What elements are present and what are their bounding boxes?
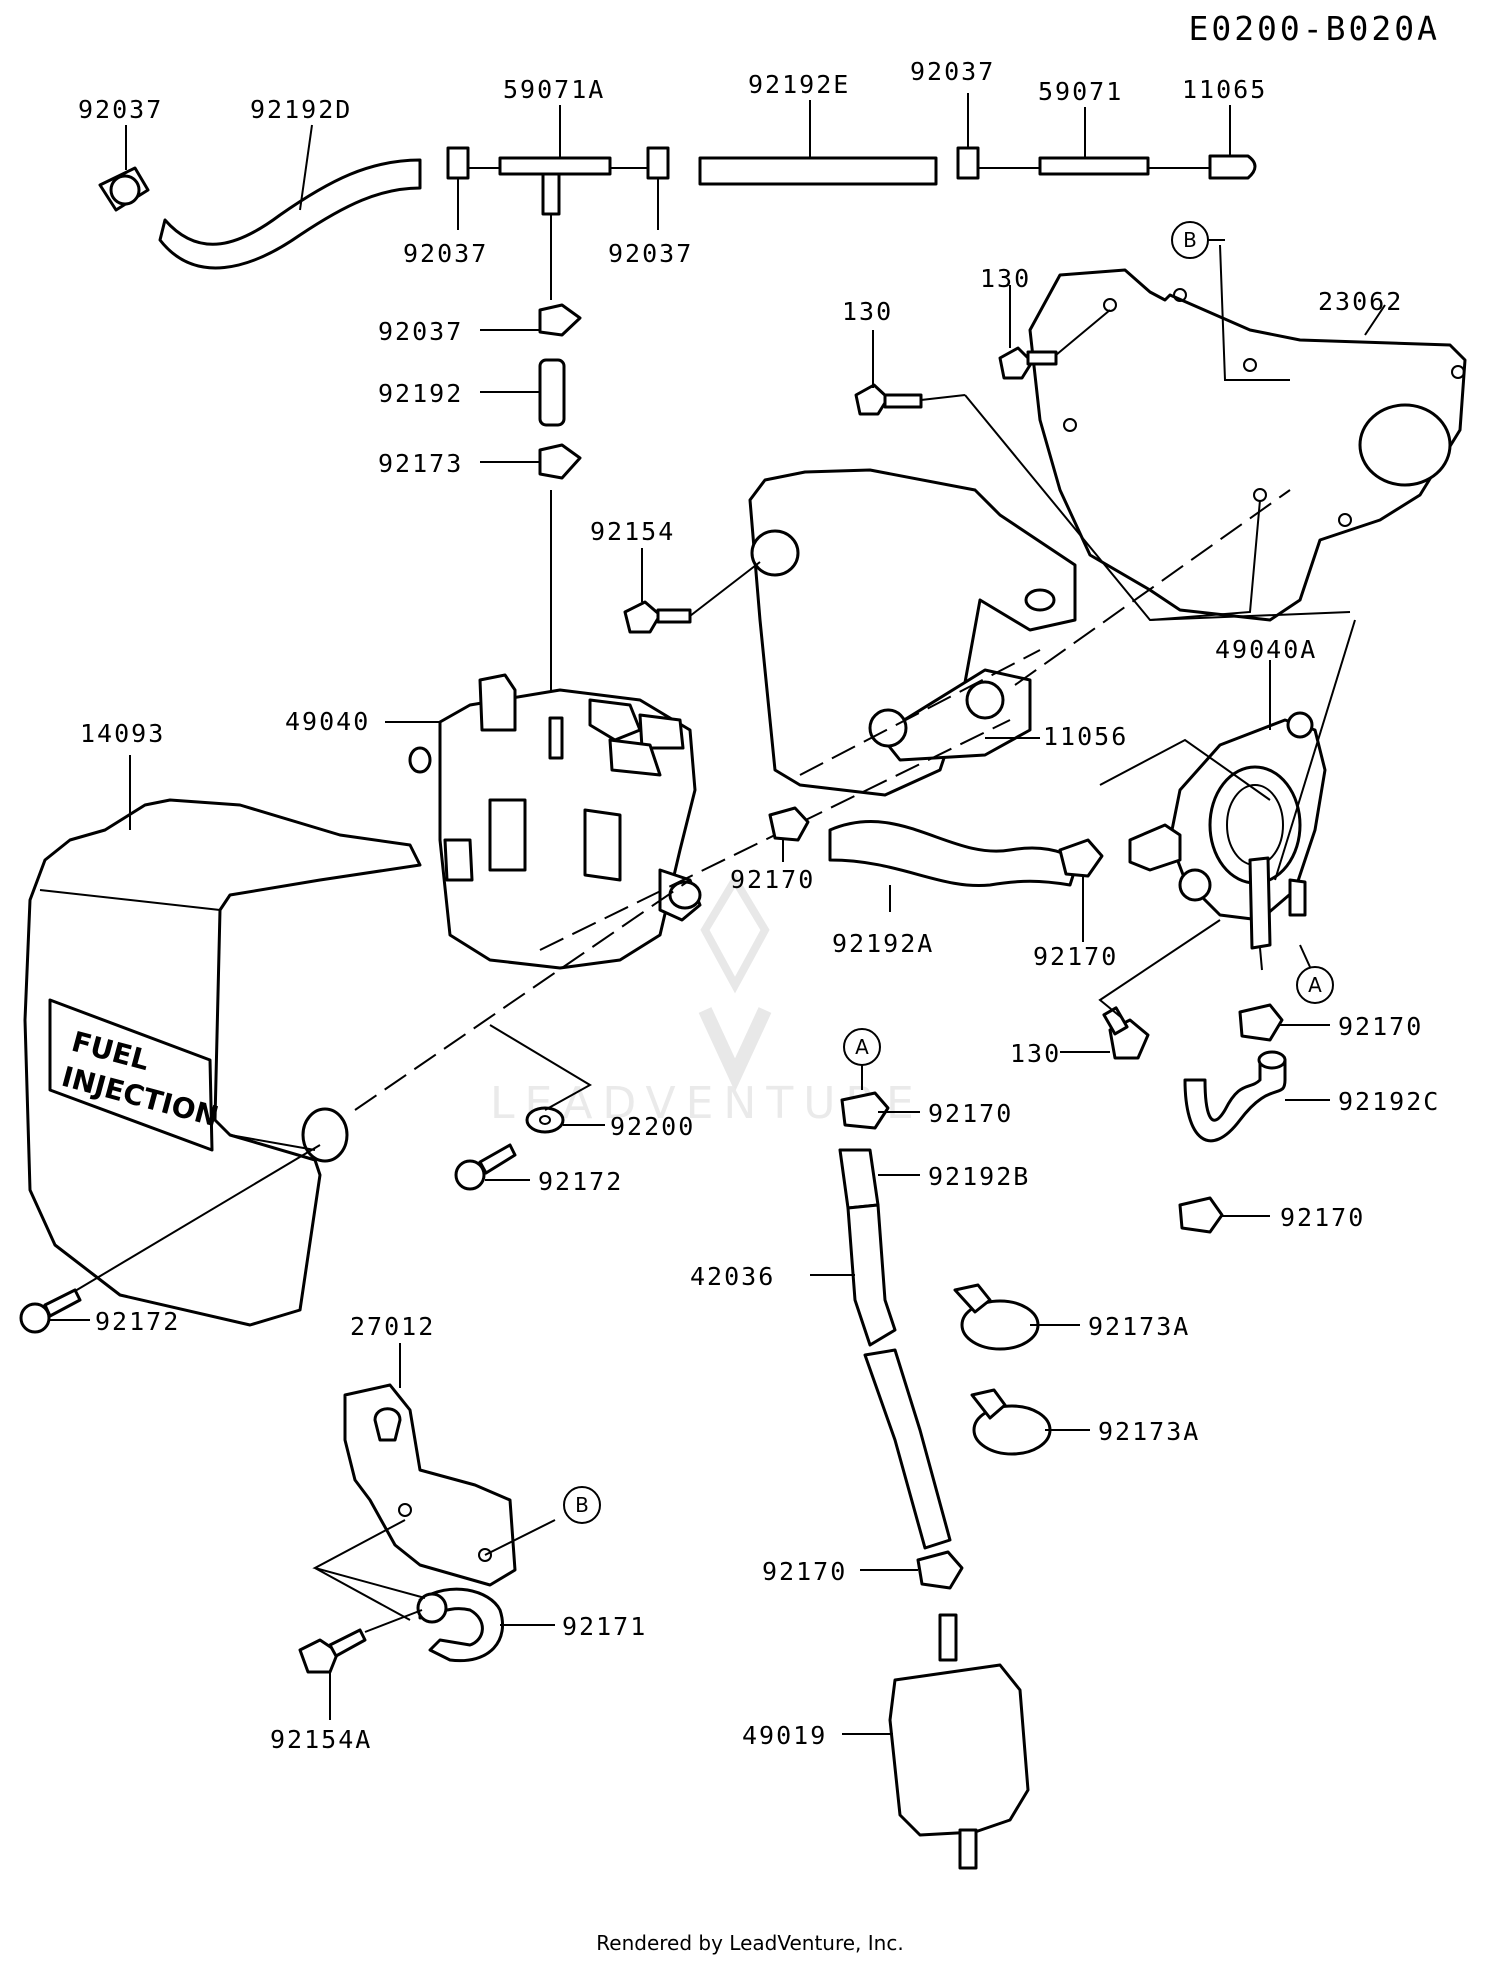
part-49040-fuel-filter-assembly[interactable] — [408, 673, 702, 970]
label-92170-e: 92170 — [928, 1099, 1013, 1128]
part-92170-clamp-pump[interactable] — [1058, 838, 1104, 878]
bracket-27012-leaders — [312, 1519, 556, 1720]
part-130-bolt-pump[interactable] — [1102, 1006, 1150, 1060]
part-92037-clip-tl[interactable] — [446, 146, 470, 180]
top-connector-lines — [468, 167, 1210, 300]
label-92170-f: 92170 — [762, 1557, 847, 1586]
label-130-a: 130 — [842, 297, 893, 326]
ref-b-text-top: B — [1183, 228, 1197, 252]
part-shield-bracket[interactable] — [748, 468, 1077, 797]
part-130-bolt-left[interactable] — [854, 383, 923, 416]
leader-ref-a-pump — [1299, 944, 1311, 968]
label-92037-c: 92037 — [403, 239, 488, 268]
label-14093: 14093 — [80, 719, 165, 748]
part-14093-cover[interactable]: FUEL INJECTION — [23, 798, 422, 1327]
label-92192E: 92192E — [748, 70, 850, 99]
part-92170-clamp-filter[interactable] — [768, 806, 810, 842]
label-92037-e: 92037 — [378, 317, 463, 346]
ref-b-badge-top[interactable]: B — [1171, 221, 1209, 259]
label-92192D: 92192D — [250, 95, 352, 124]
part-92172-screw-left[interactable] — [19, 1288, 82, 1334]
bracket-leader-lines — [920, 244, 1351, 622]
label-92173A-b: 92173A — [1098, 1417, 1200, 1446]
label-92037-a: 92037 — [78, 95, 163, 124]
label-92200: 92200 — [610, 1112, 695, 1141]
part-49019-inline-filter[interactable] — [888, 1613, 1030, 1870]
part-92200-washer[interactable] — [525, 1106, 565, 1134]
ref-b-badge-bottom[interactable]: B — [563, 1486, 601, 1524]
diagram-id: E0200-B020A — [1188, 9, 1440, 48]
part-92172-screw-center[interactable] — [454, 1143, 517, 1191]
label-92170-c: 92170 — [1338, 1012, 1423, 1041]
part-59071A-tee-joint[interactable] — [498, 156, 612, 216]
label-92037-b: 92037 — [910, 57, 995, 86]
part-92192D-hose[interactable] — [158, 158, 422, 270]
label-11065: 11065 — [1182, 75, 1267, 104]
ref-a-badge-pump[interactable]: A — [1296, 966, 1334, 1004]
part-92173-clamp[interactable] — [538, 443, 582, 480]
part-92037-clamp-left[interactable] — [98, 166, 150, 212]
label-59071: 59071 — [1038, 77, 1123, 106]
part-92170-clamp-line-top[interactable] — [840, 1091, 890, 1130]
label-92173: 92173 — [378, 449, 463, 478]
label-92192A: 92192A — [832, 929, 934, 958]
ref-a-text-line: A — [855, 1035, 869, 1059]
ref-a-text-pump: A — [1308, 973, 1322, 997]
part-92192B-hose[interactable] — [838, 1148, 880, 1210]
leader-92200 — [489, 1024, 592, 1111]
label-92170-d: 92170 — [1280, 1203, 1365, 1232]
part-92173A-clamp-bottom[interactable] — [970, 1388, 1052, 1456]
part-92154-bolt[interactable] — [623, 600, 692, 634]
part-92192A-hose[interactable] — [828, 820, 1080, 888]
label-92192: 92192 — [378, 379, 463, 408]
leader-92154-to-shield — [689, 561, 761, 617]
part-labels: 92037 92192D 59071A 92192E 92037 59071 1… — [78, 57, 1440, 1754]
label-130-b: 130 — [980, 264, 1031, 293]
part-92170-clamp-bottom-right[interactable] — [1178, 1196, 1224, 1234]
label-92154A: 92154A — [270, 1725, 372, 1754]
part-11065-cap[interactable] — [1208, 154, 1257, 180]
part-59071-joint[interactable] — [1038, 156, 1150, 176]
part-92173A-clamp-top[interactable] — [953, 1283, 1040, 1351]
ref-a-badge-line[interactable]: A — [843, 1028, 881, 1066]
part-42036-fuel-line[interactable] — [846, 1203, 952, 1550]
pump-leader-lines — [1098, 619, 1356, 1019]
label-49040A: 49040A — [1215, 635, 1317, 664]
part-92037-clip-tr[interactable] — [646, 146, 670, 180]
part-92154A-bolt[interactable] — [298, 1628, 367, 1674]
label-92172-a: 92172 — [538, 1167, 623, 1196]
label-27012: 27012 — [350, 1312, 435, 1341]
label-92172-b: 92172 — [95, 1307, 180, 1336]
part-92170-clamp-line-bottom[interactable] — [916, 1550, 964, 1590]
label-23062: 23062 — [1318, 287, 1403, 316]
ref-b-text-bottom: B — [575, 1493, 589, 1517]
part-27012-bracket[interactable] — [343, 1383, 517, 1587]
label-92037-d: 92037 — [608, 239, 693, 268]
part-49040A-fuel-pump[interactable] — [1128, 711, 1327, 950]
label-92170-b: 92170 — [1033, 942, 1118, 971]
footer-credit: Rendered by LeadVenture, Inc. — [596, 1931, 903, 1955]
label-92173A-a: 92173A — [1088, 1312, 1190, 1341]
label-49019: 49019 — [742, 1721, 827, 1750]
label-92154: 92154 — [590, 517, 675, 546]
label-49040: 49040 — [285, 707, 370, 736]
label-92192C: 92192C — [1338, 1087, 1440, 1116]
part-92171-clip[interactable] — [416, 1587, 505, 1663]
label-42036: 42036 — [690, 1262, 775, 1291]
part-92192C-hose-bend[interactable] — [1183, 1050, 1287, 1143]
part-92037-clip-right[interactable] — [956, 146, 980, 180]
label-130-c: 130 — [1010, 1039, 1061, 1068]
part-92192E-hose[interactable] — [698, 156, 938, 186]
part-92037-clamp-mid[interactable] — [538, 303, 582, 337]
label-92171: 92171 — [562, 1612, 647, 1641]
part-92192-short-hose[interactable] — [538, 358, 566, 427]
label-92170-a: 92170 — [730, 865, 815, 894]
label-11056: 11056 — [1043, 722, 1128, 751]
part-92170-clamp-pump-outlet[interactable] — [1238, 1003, 1284, 1042]
label-92192B: 92192B — [928, 1162, 1030, 1191]
label-59071A: 59071A — [503, 75, 605, 104]
callout-leaders — [49, 93, 1386, 1735]
part-130-bolt-top[interactable] — [998, 346, 1058, 380]
